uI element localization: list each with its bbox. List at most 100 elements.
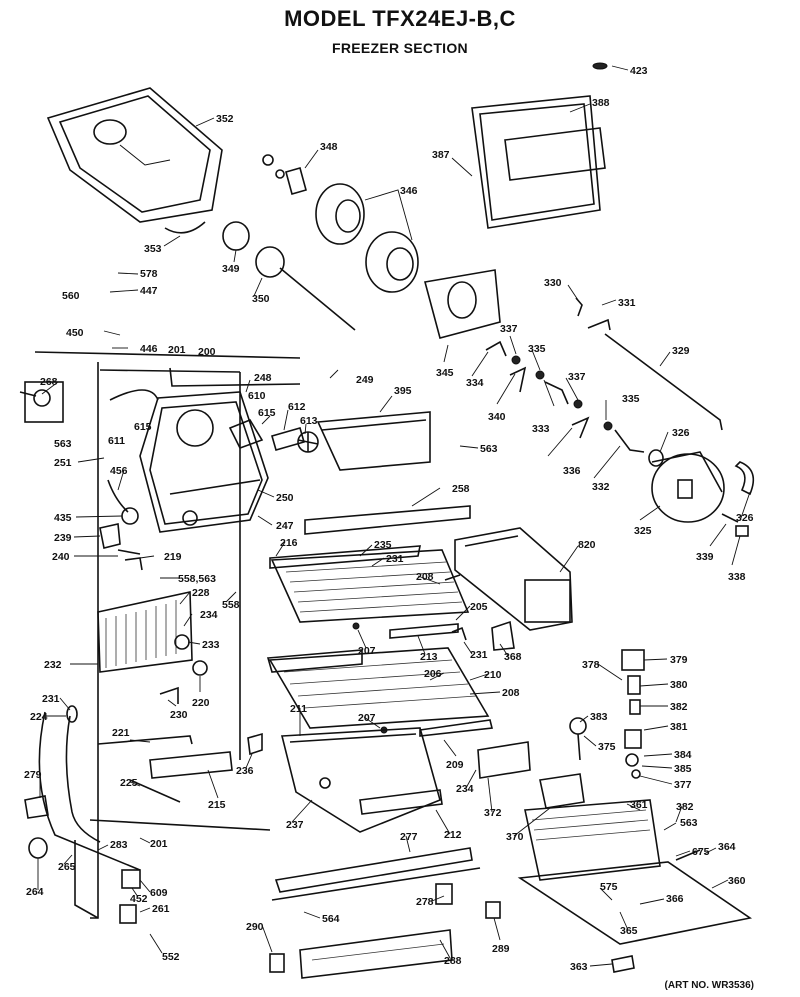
callout-346: 346 xyxy=(400,185,418,197)
callout-231-top: 231 xyxy=(386,553,404,565)
callout-247: 247 xyxy=(276,520,294,532)
callout-384: 384 xyxy=(674,749,692,761)
callout-277: 277 xyxy=(400,831,418,843)
callout-382-top: 382 xyxy=(670,701,688,713)
callout-215: 215 xyxy=(208,799,226,811)
callout-279: 279 xyxy=(24,769,42,781)
callout-235: 235 xyxy=(374,539,392,551)
callout-216: 216 xyxy=(280,537,298,549)
callout-375: 375 xyxy=(598,741,616,753)
callout-382-bottom: 382 xyxy=(676,801,694,813)
ice-maker-part xyxy=(444,527,573,631)
callout-231-left: 231 xyxy=(42,693,60,705)
callout-201-top: 201 xyxy=(168,344,186,356)
water-valve-part xyxy=(621,649,645,779)
callout-330: 330 xyxy=(544,277,562,289)
callout-234-top: 234 xyxy=(200,609,218,621)
callout-219: 219 xyxy=(164,551,182,563)
callout-560: 560 xyxy=(62,290,80,302)
lower-rails-part xyxy=(97,732,263,803)
callout-365: 365 xyxy=(620,925,638,937)
callout-207-top: 207 xyxy=(358,645,376,657)
callout-225: 225 xyxy=(120,777,138,789)
callout-224: 224 xyxy=(30,711,48,723)
evaporator-coil-part xyxy=(97,591,208,704)
callout-205: 205 xyxy=(470,601,488,613)
lower-shelf-part xyxy=(266,647,490,729)
callout-220: 220 xyxy=(192,697,210,709)
callout-231-mid: 231 xyxy=(470,649,488,661)
callout-329: 329 xyxy=(672,345,690,357)
callout-335-top: 335 xyxy=(528,343,546,355)
callout-325: 325 xyxy=(634,525,652,537)
callout-383: 383 xyxy=(590,711,608,723)
callout-334: 334 xyxy=(466,377,484,389)
callout-363: 363 xyxy=(570,961,588,973)
callout-236: 236 xyxy=(236,765,254,777)
callout-612: 612 xyxy=(288,401,306,413)
callout-563-right: 563 xyxy=(680,817,698,829)
callout-820: 820 xyxy=(578,539,596,551)
callout-360: 360 xyxy=(728,875,746,887)
callout-248: 248 xyxy=(254,372,272,384)
callout-447: 447 xyxy=(140,285,158,297)
callout-labels: 423 352 388 348 387 346 353 349 578 447 … xyxy=(24,65,754,973)
callout-345: 345 xyxy=(436,367,454,379)
model-title: MODEL TFX24EJ-B,C xyxy=(284,6,516,31)
callout-240: 240 xyxy=(52,551,70,563)
callout-211: 211 xyxy=(290,703,307,715)
callout-388: 388 xyxy=(592,97,610,109)
callout-368: 368 xyxy=(504,651,522,663)
callout-201-bottom: 201 xyxy=(150,838,168,850)
callout-278: 278 xyxy=(416,896,434,908)
callout-353: 353 xyxy=(144,243,162,255)
callout-372: 372 xyxy=(484,807,502,819)
auger-assembly-part xyxy=(222,154,419,331)
callout-349: 349 xyxy=(222,263,240,275)
callout-208-mid: 208 xyxy=(502,687,520,699)
callout-206: 206 xyxy=(424,668,442,680)
dispenser-door-part xyxy=(471,95,606,229)
callout-564: 564 xyxy=(322,913,340,925)
drain-tube-part xyxy=(65,705,101,843)
callout-250: 250 xyxy=(276,492,294,504)
callout-558-563: 558,563 xyxy=(178,573,216,585)
callout-233: 233 xyxy=(202,639,220,651)
callout-234-bottom: 234 xyxy=(456,783,474,795)
callout-364: 364 xyxy=(718,841,736,853)
callout-283: 283 xyxy=(110,839,128,851)
wiring-harness-part xyxy=(99,479,143,571)
callout-237: 237 xyxy=(286,819,304,831)
callout-332: 332 xyxy=(592,481,610,493)
callout-338: 338 xyxy=(728,571,746,583)
callout-213: 213 xyxy=(420,651,438,663)
callout-575: 575 xyxy=(600,881,618,893)
callout-251: 251 xyxy=(54,457,72,469)
callout-435: 435 xyxy=(54,512,72,524)
shelf-rail-part xyxy=(304,505,493,737)
callout-423: 423 xyxy=(630,65,648,77)
freezer-bin-part xyxy=(280,727,443,833)
dispenser-motor-part xyxy=(648,449,755,537)
callout-261: 261 xyxy=(152,903,170,915)
fastener-423-part xyxy=(592,62,608,70)
callout-208-top: 208 xyxy=(416,571,434,583)
callout-385: 385 xyxy=(674,763,692,775)
callout-337-mid: 337 xyxy=(568,371,586,383)
callout-563-mid: 563 xyxy=(480,443,498,455)
callout-264: 264 xyxy=(26,886,44,898)
callout-381: 381 xyxy=(670,721,688,733)
evaporator-fan-part xyxy=(271,411,431,471)
callout-230: 230 xyxy=(170,709,188,721)
callout-268: 268 xyxy=(40,376,58,388)
callout-335-mid: 335 xyxy=(622,393,640,405)
callout-452: 452 xyxy=(130,893,148,905)
callout-370: 370 xyxy=(506,831,524,843)
callout-340: 340 xyxy=(488,411,506,423)
callout-348: 348 xyxy=(320,141,338,153)
callout-563-left: 563 xyxy=(54,438,72,450)
callout-207-mid: 207 xyxy=(358,712,376,724)
callout-239: 239 xyxy=(54,532,72,544)
callout-209: 209 xyxy=(446,759,464,771)
callout-333: 333 xyxy=(532,423,550,435)
